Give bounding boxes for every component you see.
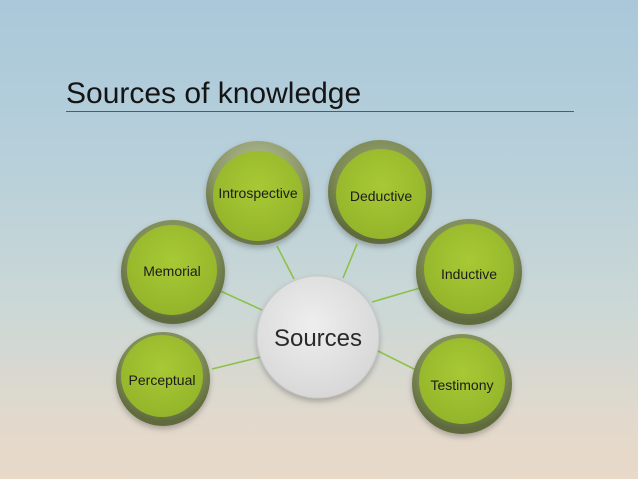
connector-memorial (215, 288, 263, 311)
node-perceptual-label: Perceptual (129, 372, 196, 388)
node-testimony: Testimony (412, 334, 512, 434)
center-node: Sources (256, 275, 380, 399)
node-inductive: Inductive (416, 219, 522, 325)
connector-lines (211, 243, 421, 371)
connector-introspective (276, 245, 295, 280)
node-perceptual: Perceptual (116, 332, 210, 426)
connector-inductive (371, 287, 421, 303)
node-memorial: Memorial (121, 220, 225, 324)
node-deductive-label: Deductive (350, 188, 412, 204)
connector-perceptual (211, 356, 262, 370)
node-inductive-label: Inductive (441, 266, 497, 282)
slide-title: Sources of knowledge (66, 77, 362, 110)
title-underline (66, 111, 574, 112)
node-testimony-label: Testimony (430, 377, 493, 393)
center-node-label: Sources (274, 325, 362, 352)
node-memorial-label: Memorial (143, 263, 201, 279)
connector-deductive (342, 243, 358, 279)
node-introspective-label: Introspective (218, 185, 298, 201)
node-deductive: Deductive (328, 140, 432, 244)
connector-testimony (377, 350, 417, 371)
node-introspective: Introspective (206, 141, 310, 245)
